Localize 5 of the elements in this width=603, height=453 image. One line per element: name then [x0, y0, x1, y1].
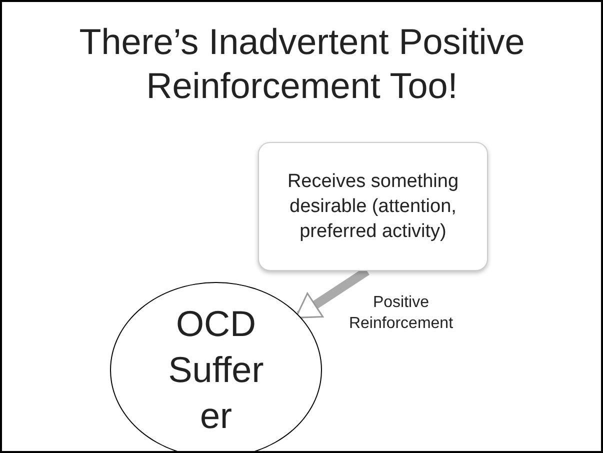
node-text: OCD Suffer er: [167, 302, 265, 438]
slide-title: There’s Inadvertent Positive Reinforcement Too!: [78, 20, 526, 108]
node-text: Receives something desirable (attention, preferred activity): [286, 170, 460, 244]
rounded-box: [258, 142, 488, 271]
edge-label: Positive Reinforcement: [348, 293, 454, 334]
